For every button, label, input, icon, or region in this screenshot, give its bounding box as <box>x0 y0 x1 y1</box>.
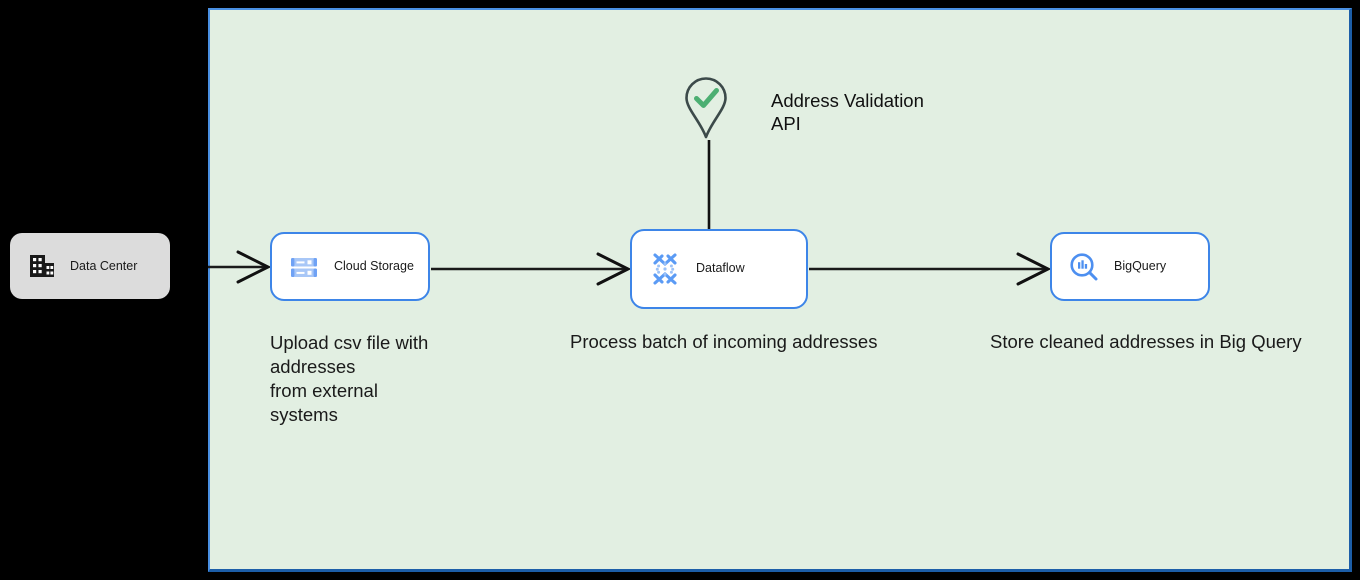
dataflow-icon <box>649 252 681 286</box>
node-bigquery-label: BigQuery <box>1114 258 1167 273</box>
caption-store-cleaned: Store cleaned addresses in Big Query <box>990 331 1302 352</box>
node-dataflow-label: Dataflow <box>696 261 745 276</box>
cloud-storage-icon <box>289 252 319 282</box>
bigquery-icon <box>1069 252 1099 282</box>
node-cloud-storage[interactable]: Cloud Storage <box>270 232 430 301</box>
building-icon <box>28 252 56 280</box>
node-cloud-storage-label: Cloud Storage <box>334 258 414 273</box>
node-data-center-label: Data Center <box>70 259 138 273</box>
node-address-validation-api[interactable]: Address Validation API <box>684 76 924 145</box>
map-pin-check-icon <box>684 76 728 145</box>
node-bigquery[interactable]: BigQuery <box>1050 232 1210 301</box>
node-address-validation-api-label: Address Validation API <box>771 90 924 134</box>
caption-process-batch: Process batch of incoming addresses <box>570 331 878 352</box>
node-data-center[interactable]: Data Center <box>10 233 170 299</box>
caption-upload-csv: Upload csv file with addresses from exte… <box>270 332 429 425</box>
node-dataflow[interactable]: Dataflow <box>630 229 808 309</box>
